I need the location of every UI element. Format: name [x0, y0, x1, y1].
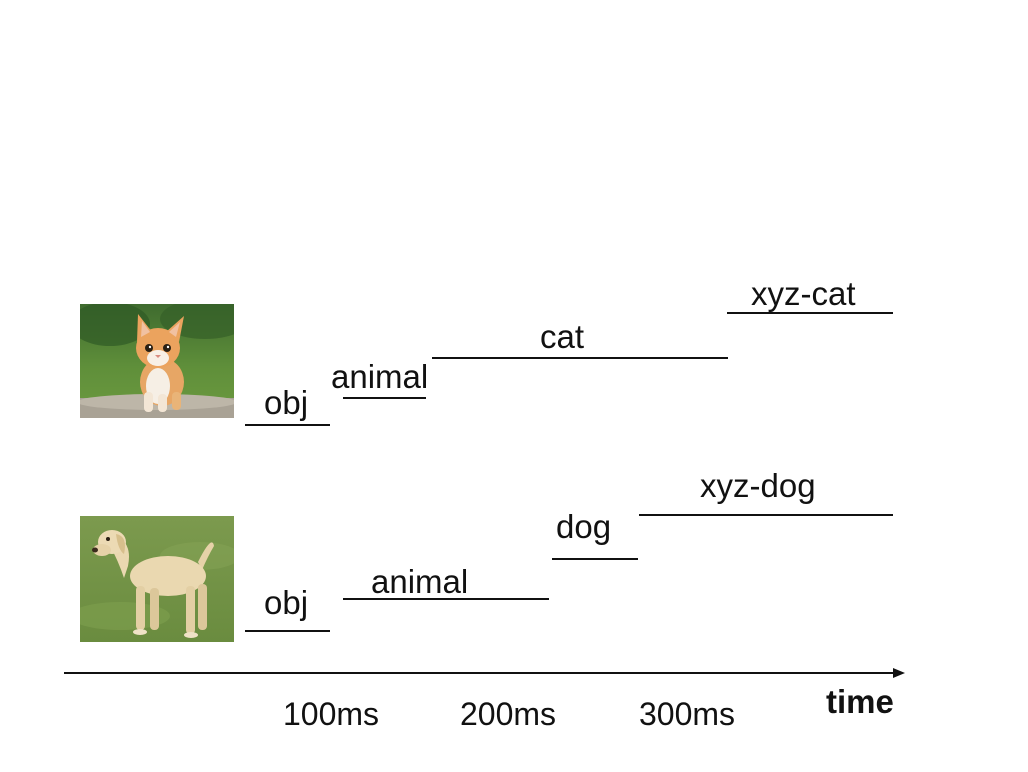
- cat-row-stage-xyz-cat-line: [727, 312, 893, 314]
- dog-row-stage-obj-label: obj: [264, 584, 309, 621]
- cat-image: [80, 304, 234, 418]
- cat-row-stage-animal-line: [343, 397, 426, 399]
- dog-row-stage-xyz-dog-line: [639, 514, 893, 516]
- cat-row-stage-cat-line: [432, 357, 728, 359]
- tick-label-200ms: 200ms: [460, 696, 557, 732]
- cat-row-stage-obj-label: obj: [264, 384, 309, 421]
- tick-label-300ms: 300ms: [639, 696, 736, 732]
- dog-row-stage-dog-label: dog: [556, 508, 612, 545]
- dog-row-stage-xyz-dog-label: xyz-dog: [700, 467, 816, 504]
- cat-row-stage-animal-label: animal: [331, 358, 429, 395]
- tick-label-100ms: 100ms: [283, 696, 380, 732]
- dog-row-stage-dog-line: [552, 558, 638, 560]
- dog-image: [80, 516, 234, 642]
- dog-row-stage-obj-line: [245, 630, 330, 632]
- time-axis-title: time: [826, 683, 894, 720]
- cat-row-stage-xyz-cat-label: xyz-cat: [751, 275, 856, 312]
- dog-row-stage-animal-label: animal: [371, 563, 469, 600]
- cat-row-stage-cat-label: cat: [540, 318, 585, 355]
- dog-row-stage-animal-line: [343, 598, 549, 600]
- cat-row-stage-obj-line: [245, 424, 330, 426]
